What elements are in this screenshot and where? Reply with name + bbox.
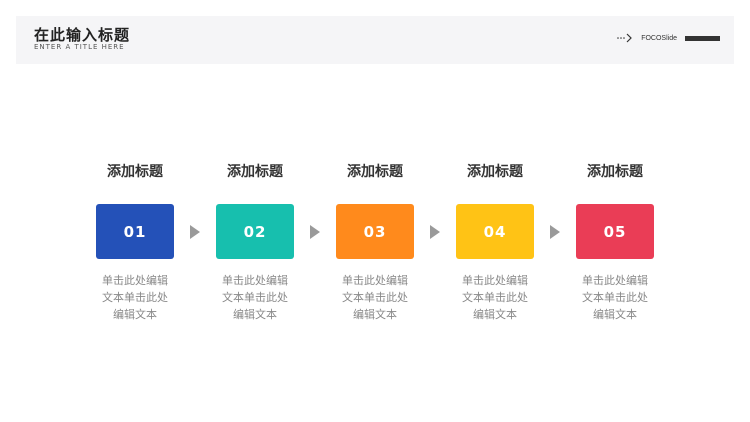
brand: FOCOSlide xyxy=(617,30,720,46)
header-bar: 在此输入标题 ENTER A TITLE HERE FOCOSlide xyxy=(16,16,734,64)
step-2: 添加标题 02 单击此处编辑 文本单击此处 编辑文本 xyxy=(216,160,294,323)
triangle-right-icon xyxy=(190,225,200,239)
step-1: 添加标题 01 单击此处编辑 文本单击此处 编辑文本 xyxy=(96,160,174,323)
page-subtitle: ENTER A TITLE HERE xyxy=(34,43,125,51)
step-description: 单击此处编辑 文本单击此处 编辑文本 xyxy=(582,274,648,321)
dotted-arrow-icon xyxy=(617,33,633,43)
step-title: 添加标题 xyxy=(107,164,163,180)
step-number: 01 xyxy=(123,222,147,241)
step-description: 单击此处编辑 文本单击此处 编辑文本 xyxy=(102,274,168,321)
step-description: 单击此处编辑 文本单击此处 编辑文本 xyxy=(222,274,288,321)
brand-line xyxy=(685,35,720,41)
step-number-box: 04 xyxy=(456,204,534,259)
step-title: 添加标题 xyxy=(227,164,283,180)
step-description: 单击此处编辑 文本单击此处 编辑文本 xyxy=(342,274,408,321)
step-number: 03 xyxy=(363,222,387,241)
step-3: 添加标题 03 单击此处编辑 文本单击此处 编辑文本 xyxy=(336,160,414,323)
step-number-box: 05 xyxy=(576,204,654,259)
triangle-right-icon xyxy=(550,225,560,239)
step-title: 添加标题 xyxy=(347,164,403,180)
step-number: 04 xyxy=(483,222,507,241)
step-5: 添加标题 05 单击此处编辑 文本单击此处 编辑文本 xyxy=(576,160,654,323)
brand-name: FOCOSlide xyxy=(641,34,677,42)
step-number: 02 xyxy=(243,222,267,241)
step-4: 添加标题 04 单击此处编辑 文本单击此处 编辑文本 xyxy=(456,160,534,323)
process-steps: 添加标题 01 单击此处编辑 文本单击此处 编辑文本 添加标题 02 单击此处编… xyxy=(96,160,656,340)
page-title: 在此输入标题 xyxy=(34,26,131,44)
step-title: 添加标题 xyxy=(467,164,523,180)
step-title: 添加标题 xyxy=(587,164,643,180)
triangle-right-icon xyxy=(430,225,440,239)
step-number: 05 xyxy=(603,222,627,241)
step-description: 单击此处编辑 文本单击此处 编辑文本 xyxy=(462,274,528,321)
step-number-box: 01 xyxy=(96,204,174,259)
triangle-right-icon xyxy=(310,225,320,239)
step-number-box: 03 xyxy=(336,204,414,259)
step-number-box: 02 xyxy=(216,204,294,259)
